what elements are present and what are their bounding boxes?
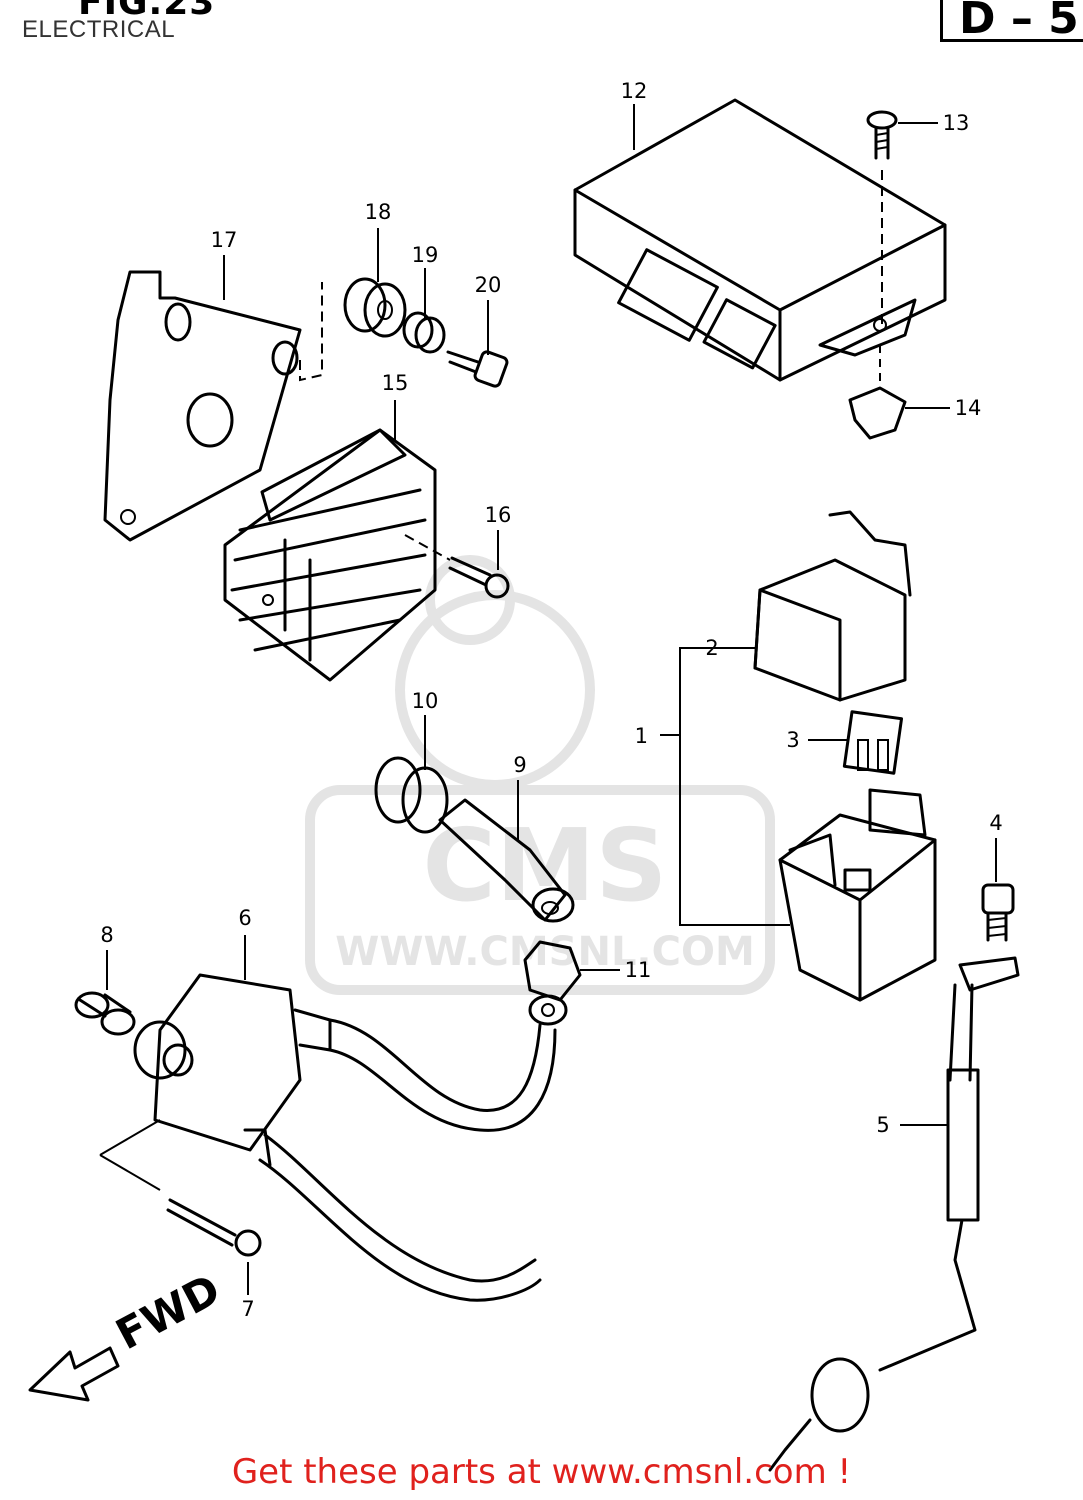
fwd-arrow-icon <box>28 1346 120 1402</box>
callout-12: 12 <box>621 79 648 103</box>
diagram-title: ELECTRICAL <box>22 16 176 43</box>
part-starter-relay-1 <box>778 788 937 1002</box>
part-collar-19 <box>402 311 446 354</box>
callout-10: 10 <box>412 689 439 713</box>
callout-15: 15 <box>382 371 409 395</box>
part-fuse-3 <box>842 710 904 775</box>
callout-4: 4 <box>989 811 1002 835</box>
callout-18: 18 <box>365 200 392 224</box>
callout-1: 1 <box>635 724 648 748</box>
callout-11: 11 <box>625 958 652 982</box>
callout-8: 8 <box>100 923 113 947</box>
part-bolt-4 <box>981 883 1015 942</box>
part-cover-2 <box>753 510 912 702</box>
part-nut-14 <box>848 345 907 440</box>
callout-13: 13 <box>943 111 970 135</box>
section-code: D – 5 <box>940 0 1083 42</box>
part-collar-8 <box>74 991 136 1036</box>
callout-7: 7 <box>241 1297 254 1321</box>
part-grommet-18 <box>343 277 407 338</box>
part-bolt-16 <box>404 534 510 599</box>
part-cable-5 <box>768 956 1020 1472</box>
part-cap-11 <box>523 940 582 1026</box>
callout-19: 19 <box>412 243 439 267</box>
callout-9: 9 <box>513 753 526 777</box>
watermark-brand: CMS <box>423 807 668 924</box>
footer-cta-link[interactable]: Get these parts at www.cmsnl.com ! <box>231 1452 852 1492</box>
part-regulator-15 <box>223 428 437 682</box>
callout-20: 20 <box>475 273 502 297</box>
callout-2: 2 <box>705 636 718 660</box>
part-bracket-17 <box>103 270 323 542</box>
callout-14: 14 <box>955 396 982 420</box>
part-bolt-7 <box>166 1198 262 1257</box>
callout-5: 5 <box>876 1113 889 1137</box>
figure-number: FIG.23 <box>78 0 216 23</box>
part-plug-cap-9 <box>438 798 575 923</box>
part-ecu-unit <box>573 98 947 382</box>
callout-16: 16 <box>485 503 512 527</box>
watermark: CMS WWW.CMSNL.COM <box>305 555 775 995</box>
part-screw-13 <box>866 110 898 330</box>
callout-3: 3 <box>786 728 799 752</box>
leader-lines <box>106 104 997 1295</box>
callout-17: 17 <box>211 228 238 252</box>
part-bolt-20 <box>446 350 509 388</box>
watermark-url: WWW.CMSNL.COM <box>335 929 755 975</box>
part-ignition-coil-6 <box>99 973 557 1302</box>
callout-6: 6 <box>238 906 251 930</box>
